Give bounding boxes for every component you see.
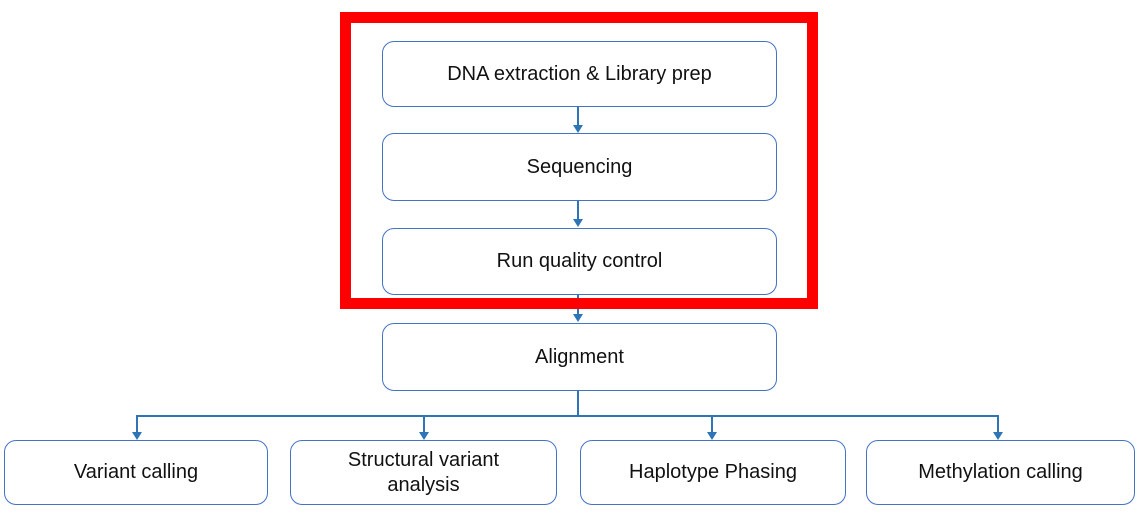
arrowhead-down-icon [993,432,1003,440]
node-alignment-label: Alignment [535,345,624,368]
node-haplotype-phasing: Haplotype Phasing [580,440,846,505]
connector-line [577,201,579,220]
node-structural-variant-analysis-label: Structural variant analysis [347,448,500,496]
arrowhead-down-icon [132,432,142,440]
highlight-rectangle [340,12,818,309]
arrowhead-down-icon [573,314,583,322]
node-haplotype-phasing-label: Haplotype Phasing [629,461,797,483]
connector-line [997,415,999,433]
connector-line [136,415,138,433]
node-alignment: Alignment [382,323,777,391]
node-dna-extraction-label: DNA extraction & Library prep [447,62,712,85]
node-sequencing-label: Sequencing [526,155,633,178]
arrowhead-down-icon [707,432,717,440]
node-sequencing: Sequencing [382,133,777,201]
node-dna-extraction: DNA extraction & Library prep [382,41,777,107]
connector-line [137,415,999,417]
node-variant-calling-label: Variant calling [73,461,199,483]
node-variant-calling: Variant calling [4,440,268,505]
node-methylation-calling: Methylation calling [866,440,1135,505]
connector-line [423,415,425,433]
node-run-quality-control-label: Run quality control [496,250,663,272]
node-structural-variant-analysis: Structural variant analysis [290,440,557,505]
connector-line [577,391,579,417]
node-methylation-calling-label: Methylation calling [918,461,1083,483]
connector-line [711,415,713,433]
arrowhead-down-icon [419,432,429,440]
arrowhead-down-icon [573,219,583,227]
arrowhead-down-icon [573,125,583,133]
connector-line [577,107,579,126]
node-run-quality-control: Run quality control [382,228,777,295]
